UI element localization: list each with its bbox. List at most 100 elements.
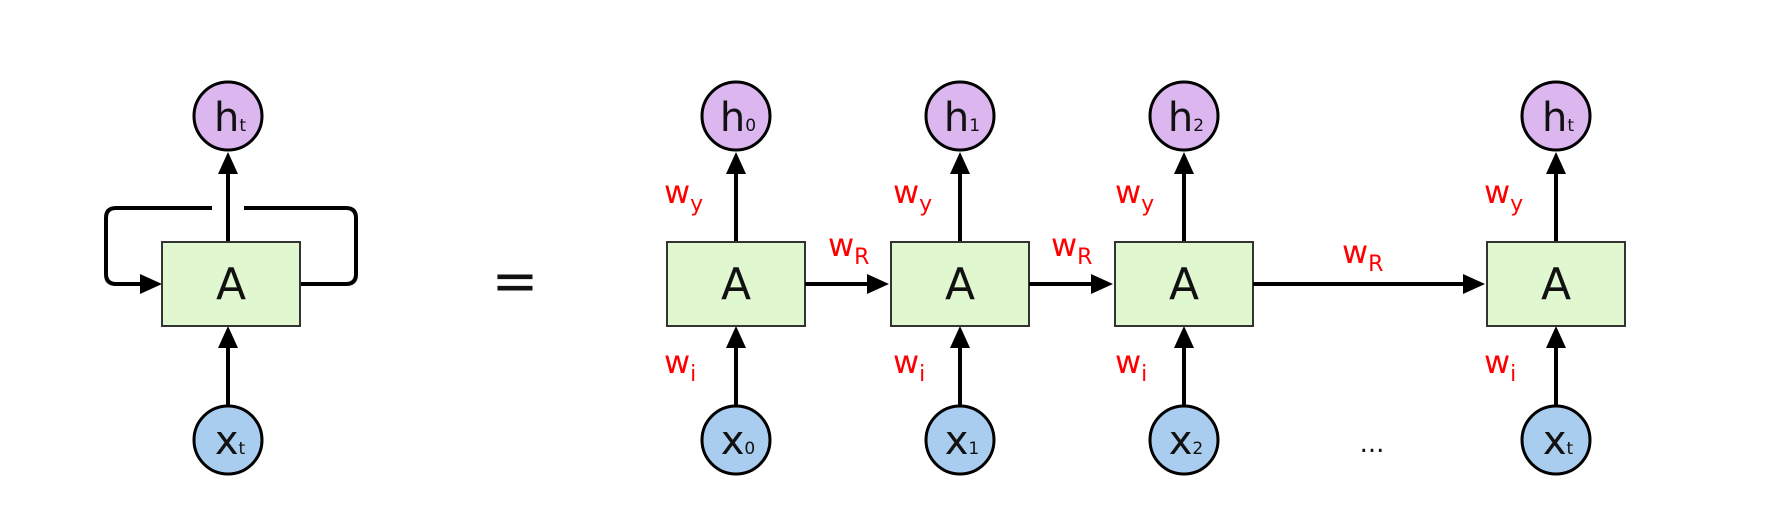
ellipsis: ...	[1360, 429, 1385, 459]
input-sub: 1	[968, 439, 979, 459]
input-node	[1148, 404, 1220, 476]
unrolled-rnn: A h0 x0 wy wi wR A h1 x1 wy wi	[664, 80, 1626, 476]
input-arrowhead	[726, 326, 746, 348]
weight-label-wi: wi	[1115, 343, 1147, 387]
weight-wr-sub: R	[854, 245, 869, 270]
output-label: h0	[720, 95, 756, 141]
weight-wi-sub: i	[919, 362, 925, 387]
output-node	[924, 80, 996, 152]
weight-label-wy: wy	[893, 173, 932, 217]
input-label: x0	[721, 418, 756, 464]
output-label: h1	[944, 95, 980, 141]
cell-box	[1486, 241, 1626, 327]
input-main: x	[1169, 418, 1193, 464]
output-sub: t	[1567, 116, 1574, 136]
recurrent-arrowhead	[1091, 274, 1113, 294]
weight-wy-main: w	[893, 173, 919, 211]
output-main: h	[1542, 95, 1567, 141]
weight-label-wr: wR	[1342, 233, 1383, 277]
output-label: h2	[1168, 95, 1204, 141]
weight-wi-sub: i	[1510, 362, 1516, 387]
output-arrowhead	[1546, 152, 1566, 174]
output-arrowhead	[726, 152, 746, 174]
folded-input-label: xt	[215, 418, 246, 464]
output-sub: 0	[745, 116, 756, 136]
folded-input-node	[192, 404, 264, 476]
equals-sign: =	[492, 249, 539, 314]
cell-box	[890, 241, 1030, 327]
weight-wi-main: w	[664, 343, 690, 381]
output-node	[1148, 80, 1220, 152]
folded-cell-label: A	[216, 259, 246, 310]
weight-wr-main: w	[828, 226, 854, 264]
folded-output-label: ht	[214, 95, 246, 141]
cell-label: A	[721, 259, 751, 310]
folded-output-main: h	[214, 95, 239, 141]
weight-label-wy: wy	[664, 173, 703, 217]
input-sub: 0	[744, 439, 755, 459]
input-arrowhead	[1546, 326, 1566, 348]
output-arrowhead	[950, 152, 970, 174]
input-main: x	[721, 418, 745, 464]
weight-label-wr: wR	[1051, 226, 1092, 270]
cell-label: A	[1169, 259, 1199, 310]
weight-label-wi: wi	[664, 343, 696, 387]
cell-box	[666, 241, 806, 327]
weight-label-wy: wy	[1115, 173, 1154, 217]
input-label: x2	[1169, 418, 1204, 464]
output-node	[700, 80, 772, 152]
weight-wy-sub: y	[1510, 192, 1523, 217]
folded-rnn: A ht xt	[104, 80, 358, 476]
output-main: h	[1168, 95, 1193, 141]
cell-label: A	[1541, 259, 1571, 310]
folded-loop-left	[104, 206, 212, 286]
unrolled-step: A h2 x2 wy wi	[1114, 80, 1254, 476]
recurrent-connection: wR	[1029, 226, 1113, 294]
weight-wr-sub: R	[1077, 245, 1092, 270]
input-label: x1	[945, 418, 980, 464]
weight-wy-main: w	[664, 173, 690, 211]
unrolled-step: A ht xt wy wi	[1484, 80, 1626, 476]
weight-wi-main: w	[1484, 343, 1510, 381]
unrolled-step: A h1 x1 wy wi	[890, 80, 1030, 476]
output-sub: 2	[1193, 116, 1204, 136]
weight-label-wi: wi	[1484, 343, 1516, 387]
weight-wr-main: w	[1342, 233, 1368, 271]
input-main: x	[1543, 418, 1567, 464]
input-arrowhead	[1174, 326, 1194, 348]
weight-label-wi: wi	[893, 343, 925, 387]
weight-wi-main: w	[1115, 343, 1141, 381]
output-sub: 1	[969, 116, 980, 136]
weight-wy-main: w	[1484, 173, 1510, 211]
output-arrowhead	[1174, 152, 1194, 174]
weight-wi-sub: i	[1141, 362, 1147, 387]
folded-loop-arrowhead	[140, 274, 162, 294]
input-label: xt	[1543, 418, 1574, 464]
input-arrowhead	[950, 326, 970, 348]
input-sub: t	[1567, 439, 1574, 459]
output-label: ht	[1542, 95, 1574, 141]
cell-box	[1114, 241, 1254, 327]
input-node	[1520, 404, 1592, 476]
folded-cell-box	[161, 241, 301, 327]
cell-label: A	[945, 259, 975, 310]
output-node	[1520, 80, 1592, 152]
output-main: h	[944, 95, 969, 141]
folded-input-sub: t	[239, 439, 246, 459]
weight-wy-sub: y	[690, 192, 703, 217]
weight-wi-main: w	[893, 343, 919, 381]
input-sub: 2	[1192, 439, 1203, 459]
input-node	[700, 404, 772, 476]
weight-wy-sub: y	[919, 192, 932, 217]
unrolled-step: A h0 x0 wy wi	[664, 80, 806, 476]
folded-input-main: x	[215, 418, 239, 464]
folded-loop-right	[244, 206, 358, 286]
weight-wy-main: w	[1115, 173, 1141, 211]
recurrent-connection: wR	[1253, 233, 1485, 294]
weight-wy-sub: y	[1141, 192, 1154, 217]
folded-input-arrowhead	[218, 326, 238, 348]
recurrent-arrowhead	[1463, 274, 1485, 294]
folded-output-arrowhead	[218, 152, 238, 174]
input-main: x	[945, 418, 969, 464]
folded-output-sub: t	[239, 116, 246, 136]
